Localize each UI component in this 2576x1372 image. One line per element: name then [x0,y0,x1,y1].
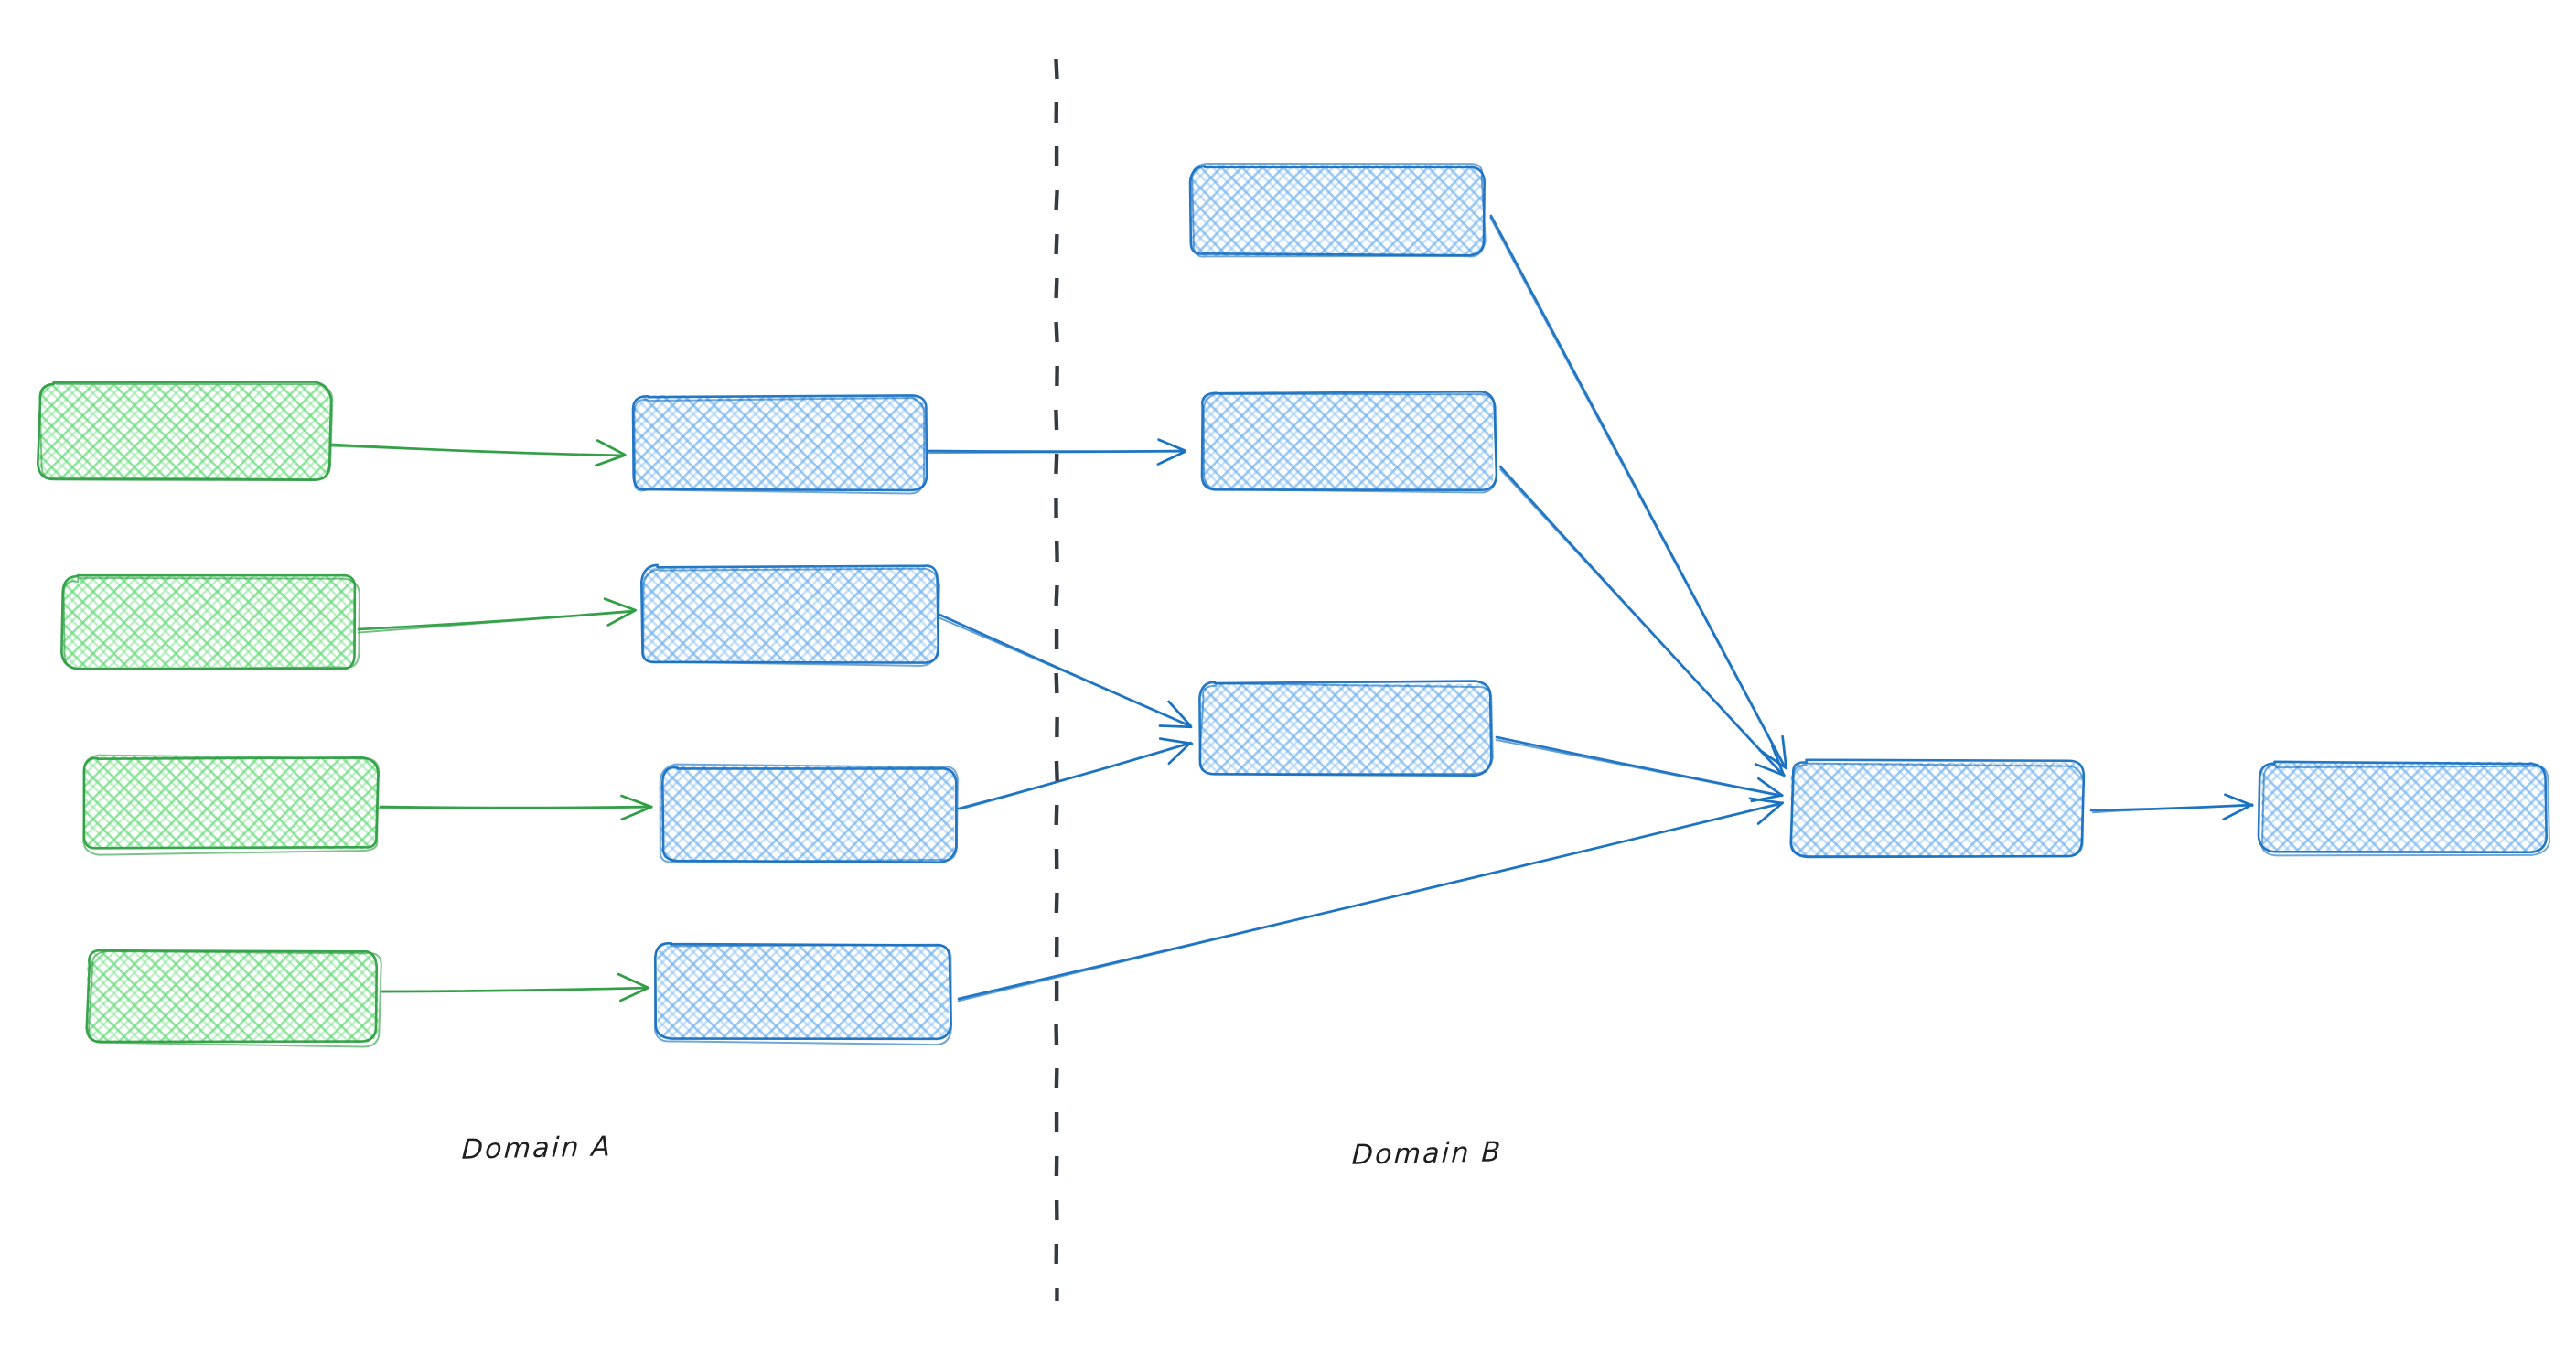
node-outline [2257,760,2548,854]
node-c3[interactable] [1198,680,1494,777]
edge-shaft-2 [1499,468,1782,775]
node-fill [643,567,937,663]
node-outline-2 [62,577,360,670]
divider-dash [1054,58,1059,80]
node-fill [660,766,955,863]
node-outline [639,563,939,664]
arrowhead [1754,744,1786,777]
edge-c2-to-hub[interactable] [1498,465,1786,777]
node-hub[interactable] [1789,758,2086,859]
node-b3[interactable] [659,763,959,864]
edge-a3-to-b3[interactable] [378,794,653,821]
node-c1[interactable] [1188,162,1487,258]
node-b2[interactable] [639,563,940,667]
edge-hub-to-sink[interactable] [2089,793,2254,821]
node-outline-2 [659,763,959,863]
edge-shaft-2 [937,616,1189,726]
edge-shaft-2 [378,806,649,809]
arrowhead [1158,737,1194,766]
edge-shaft-2 [957,803,1780,1002]
node-c2[interactable] [1200,390,1498,494]
node-sink[interactable] [2257,760,2550,857]
node-a3[interactable] [82,754,380,856]
edge-a1-to-b1[interactable] [329,439,627,467]
edge-b3-to-c3[interactable] [957,737,1194,810]
node-outline-2 [642,567,940,667]
arrowhead [1156,438,1186,466]
domain-b-label: Domain B [1351,1136,1504,1172]
nodes-layer [36,162,2550,1048]
node-fill [87,950,379,1044]
arrowhead [1158,700,1193,729]
domain-a-label: Domain A [461,1131,614,1166]
node-fill [2261,761,2548,852]
edge-b4-to-hub[interactable] [957,797,1785,1002]
node-outline-2 [2260,764,2550,857]
edge-c3-to-hub[interactable] [1495,735,1784,803]
node-outline [631,394,928,492]
edge-shaft-2 [927,450,1183,455]
node-fill [1199,683,1492,775]
node-outline-2 [1202,391,1497,494]
arrowhead [594,439,627,467]
edge-shaft-2 [329,445,622,457]
edge-a4-to-b4[interactable] [380,972,649,1002]
node-fill [38,384,330,480]
edge-shaft-2 [2092,804,2249,814]
arrowhead [603,597,637,627]
node-fill [657,943,950,1040]
node-b1[interactable] [631,394,928,495]
edge-shaft [357,609,633,631]
node-b4[interactable] [654,941,952,1046]
edge-shaft-2 [960,743,1189,810]
node-outline-2 [88,950,382,1048]
node-outline-2 [82,754,380,856]
node-fill [1190,164,1485,257]
node-a2[interactable] [60,573,360,670]
node-outline-2 [1198,682,1494,776]
edge-a2-to-b2[interactable] [357,597,637,634]
arrowhead [617,972,649,1002]
node-fill [1201,393,1494,490]
node-a1[interactable] [36,381,334,481]
edge-shaft [1495,735,1780,797]
arrowhead [1750,777,1784,803]
edge-shaft-2 [1495,738,1779,797]
edge-shaft [957,742,1189,810]
node-a4[interactable] [85,949,382,1048]
divider-dash [1054,409,1059,431]
edge-c1-to-hub[interactable] [1489,214,1788,770]
node-outline-2 [1789,762,2085,858]
edge-shaft-2 [380,987,645,993]
arrowhead [620,794,653,821]
divider-layer [1054,58,1059,1302]
node-outline-2 [654,941,952,1046]
node-outline [85,949,379,1044]
edge-b2-to-c3[interactable] [937,613,1193,729]
node-outline-2 [633,397,926,495]
arrowhead [1748,797,1785,825]
node-outline-2 [1191,162,1487,258]
edge-shaft-2 [1489,216,1785,766]
node-outline-2 [38,382,334,481]
edge-b1-to-c2[interactable] [927,438,1186,466]
edge-shaft-2 [357,610,632,634]
arrowhead [2222,793,2254,821]
node-fill [1790,762,2083,857]
node-fill [83,756,378,850]
domain-divider [1054,58,1059,1302]
divider-dash [1054,453,1059,475]
node-fill [632,395,926,491]
node-fill [62,575,356,668]
edges-layer [329,214,2254,1002]
